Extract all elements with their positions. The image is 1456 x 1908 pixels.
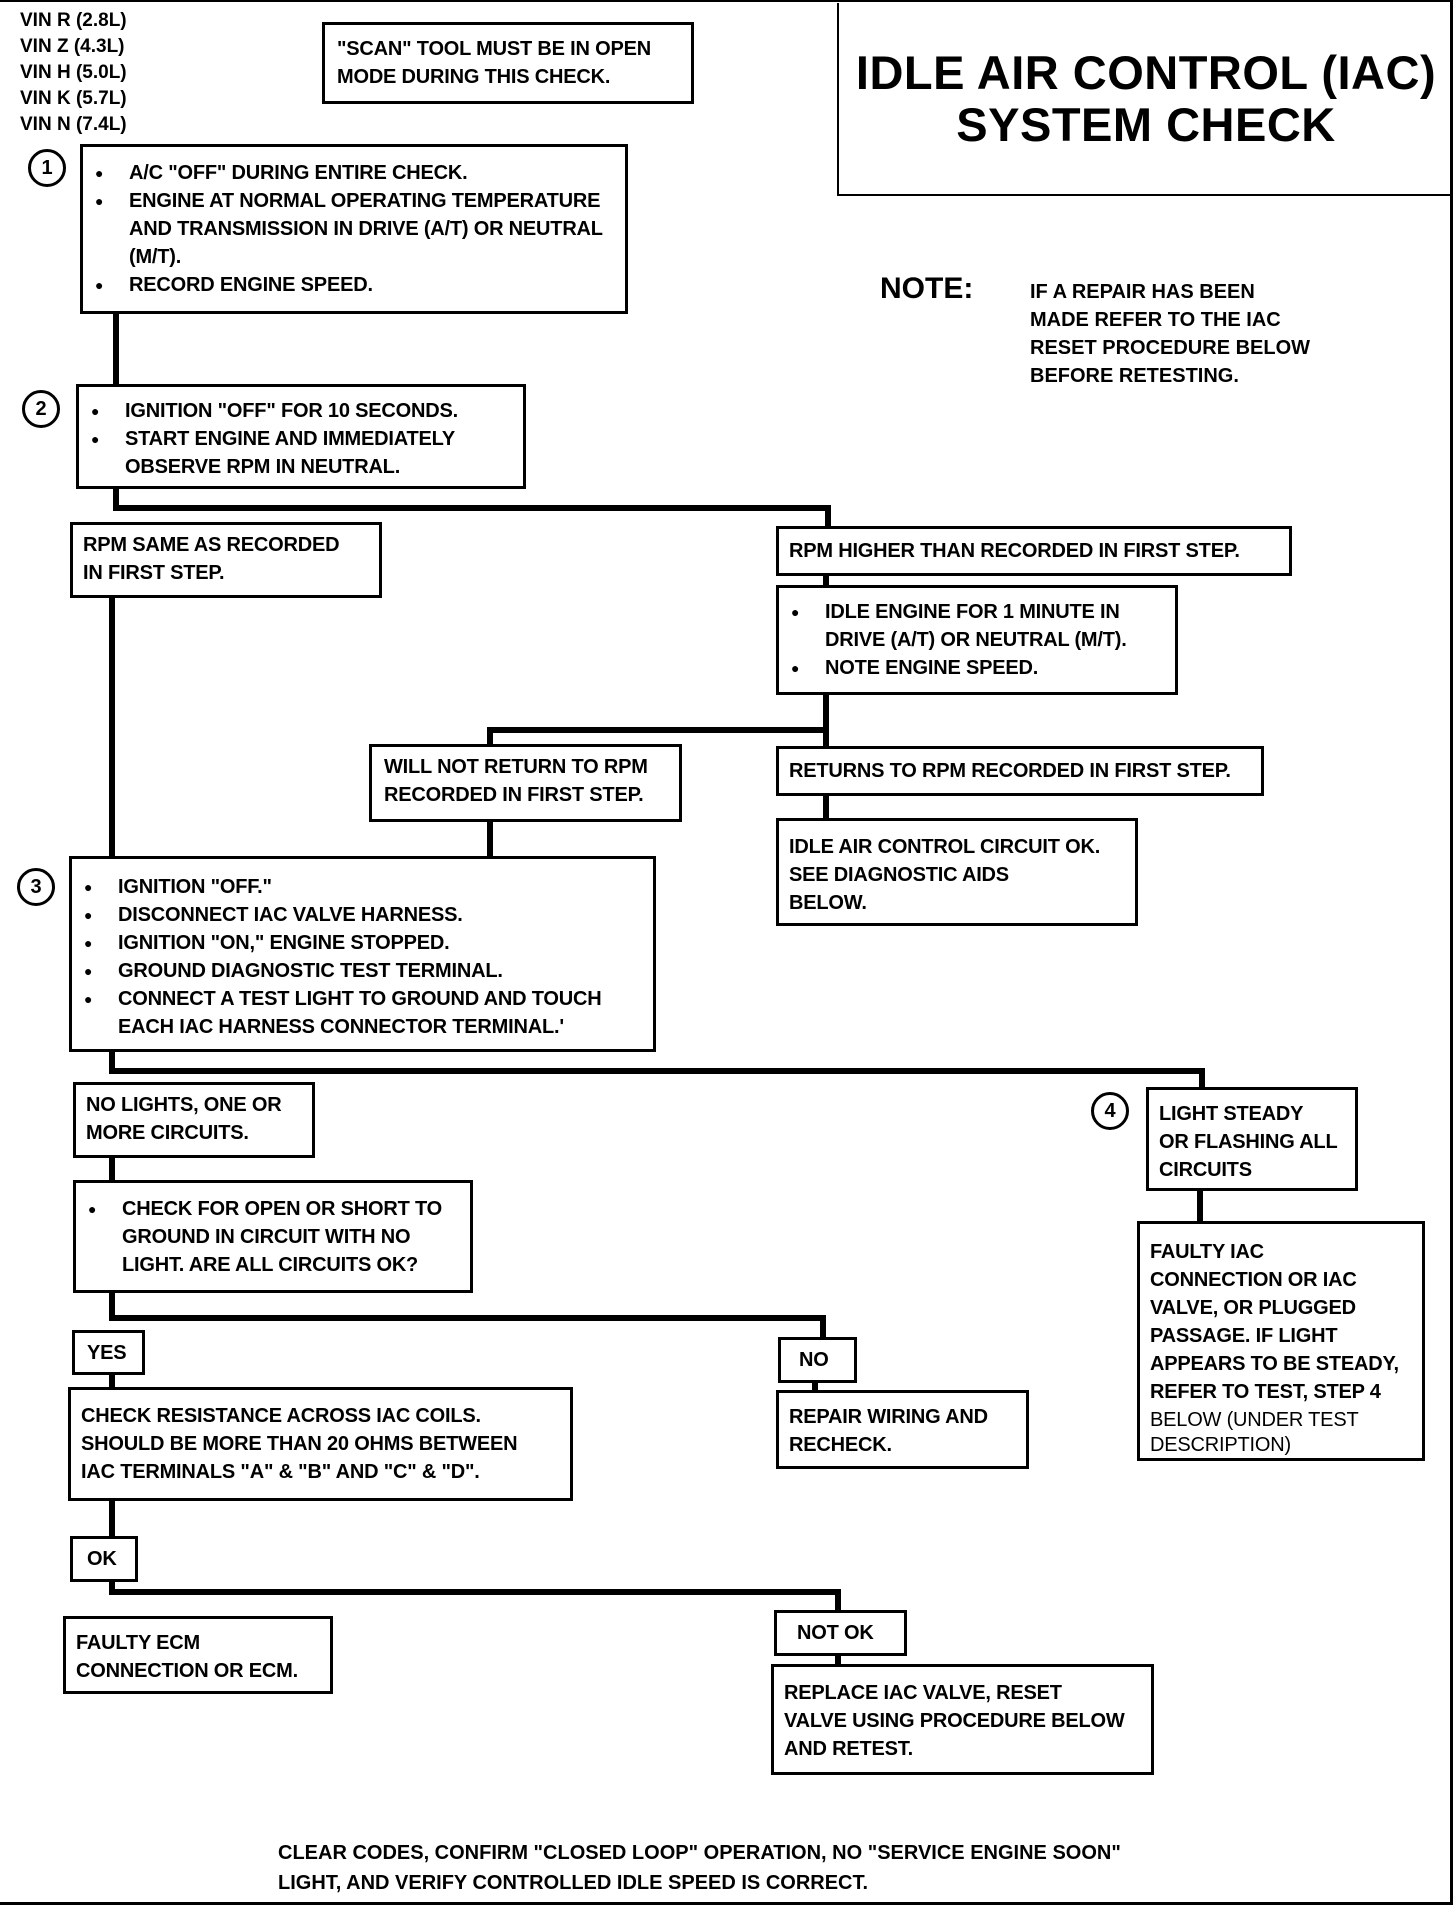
chart-title: IDLE AIR CONTROL (IAC) SYSTEM CHECK bbox=[837, 3, 1453, 196]
step-2-bullet: START ENGINE AND IMMEDIATELY OBSERVE RPM… bbox=[89, 425, 515, 481]
footer-instructions: CLEAR CODES, CONFIRM "CLOSED LOOP" OPERA… bbox=[278, 1842, 1121, 1894]
replace-iac-box: REPLACE IAC VALVE, RESET VALVE USING PRO… bbox=[771, 1664, 1154, 1775]
step-3-bullet: DISCONNECT IAC VALVE HARNESS. bbox=[82, 901, 645, 929]
note-text: IF A REPAIR HAS BEEN MADE REFER TO THE I… bbox=[1030, 281, 1311, 387]
step-2-marker: 2 bbox=[22, 390, 60, 428]
step-1-bullet: RECORD ENGINE SPEED. bbox=[93, 271, 617, 299]
step-3-bullet: GROUND DIAGNOSTIC TEST TERMINAL. bbox=[82, 957, 645, 985]
returns-box: RETURNS TO RPM RECORDED IN FIRST STEP. bbox=[776, 746, 1264, 796]
title-line-1: IDLE AIR CONTROL (IAC) bbox=[855, 45, 1437, 99]
title-line-2: SYSTEM CHECK bbox=[956, 97, 1336, 151]
idle-engine-bullet: IDLE ENGINE FOR 1 MINUTE IN DRIVE (A/T) … bbox=[789, 598, 1167, 654]
vin-item: VIN R (2.8L) bbox=[20, 10, 127, 31]
repair-wiring-box: REPAIR WIRING AND RECHECK. bbox=[776, 1390, 1029, 1469]
no-lights-box: NO LIGHTS, ONE OR MORE CIRCUITS. bbox=[73, 1082, 315, 1158]
ok-label-box: OK bbox=[70, 1536, 138, 1582]
step-2-box: IGNITION "OFF" FOR 10 SECONDS. START ENG… bbox=[76, 384, 526, 489]
step-2-bullet: IGNITION "OFF" FOR 10 SECONDS. bbox=[89, 397, 515, 425]
light-steady-box: LIGHT STEADY OR FLASHING ALL CIRCUITS bbox=[1146, 1087, 1358, 1191]
no-label-box: NO bbox=[778, 1337, 857, 1383]
step-4-marker: 4 bbox=[1091, 1092, 1129, 1130]
scan-tool-note: "SCAN" TOOL MUST BE IN OPEN MODE DURING … bbox=[322, 22, 694, 104]
not-ok-label-box: NOT OK bbox=[774, 1610, 907, 1656]
step-1-bullet: A/C "OFF" DURING ENTIRE CHECK. bbox=[93, 159, 617, 187]
faulty-iac-box: FAULTY IAC CONNECTION OR IAC VALVE, OR P… bbox=[1137, 1221, 1425, 1461]
check-open-short-box: CHECK FOR OPEN OR SHORT TO GROUND IN CIR… bbox=[73, 1180, 473, 1293]
faulty-ecm-box: FAULTY ECM CONNECTION OR ECM. bbox=[63, 1616, 333, 1694]
idle-engine-box: IDLE ENGINE FOR 1 MINUTE IN DRIVE (A/T) … bbox=[776, 585, 1178, 695]
check-open-short-bullet: CHECK FOR OPEN OR SHORT TO GROUND IN CIR… bbox=[86, 1195, 462, 1279]
step-3-box: IGNITION "OFF." DISCONNECT IAC VALVE HAR… bbox=[69, 856, 656, 1052]
step-3-bullet: IGNITION "OFF." bbox=[82, 873, 645, 901]
step-3-bullet: CONNECT A TEST LIGHT TO GROUND AND TOUCH… bbox=[82, 985, 645, 1041]
vin-item: VIN H (5.0L) bbox=[20, 62, 127, 83]
rpm-higher-box: RPM HIGHER THAN RECORDED IN FIRST STEP. bbox=[776, 526, 1292, 576]
step-1-box: A/C "OFF" DURING ENTIRE CHECK. ENGINE AT… bbox=[80, 144, 628, 314]
iac-circuit-ok-box: IDLE AIR CONTROL CIRCUIT OK. SEE DIAGNOS… bbox=[776, 818, 1138, 926]
step-1-marker: 1 bbox=[28, 149, 66, 187]
yes-label-box: YES bbox=[72, 1330, 145, 1375]
step-3-bullet: IGNITION "ON," ENGINE STOPPED. bbox=[82, 929, 645, 957]
step-1-bullet: ENGINE AT NORMAL OPERATING TEMPERATURE A… bbox=[93, 187, 617, 271]
check-resistance-box: CHECK RESISTANCE ACROSS IAC COILS. SHOUL… bbox=[68, 1387, 573, 1501]
vin-item: VIN K (5.7L) bbox=[20, 88, 127, 109]
vin-item: VIN Z (4.3L) bbox=[20, 36, 125, 57]
idle-engine-bullet: NOTE ENGINE SPEED. bbox=[789, 654, 1167, 682]
will-not-return-box: WILL NOT RETURN TO RPM RECORDED IN FIRST… bbox=[369, 744, 682, 822]
vin-list: VIN R (2.8L) VIN Z (4.3L) VIN H (5.0L) V… bbox=[20, 8, 127, 138]
rpm-same-box: RPM SAME AS RECORDED IN FIRST STEP. bbox=[70, 522, 382, 598]
note-label: NOTE: bbox=[880, 272, 974, 305]
step-3-marker: 3 bbox=[17, 868, 55, 906]
vin-item: VIN N (7.4L) bbox=[20, 114, 127, 135]
